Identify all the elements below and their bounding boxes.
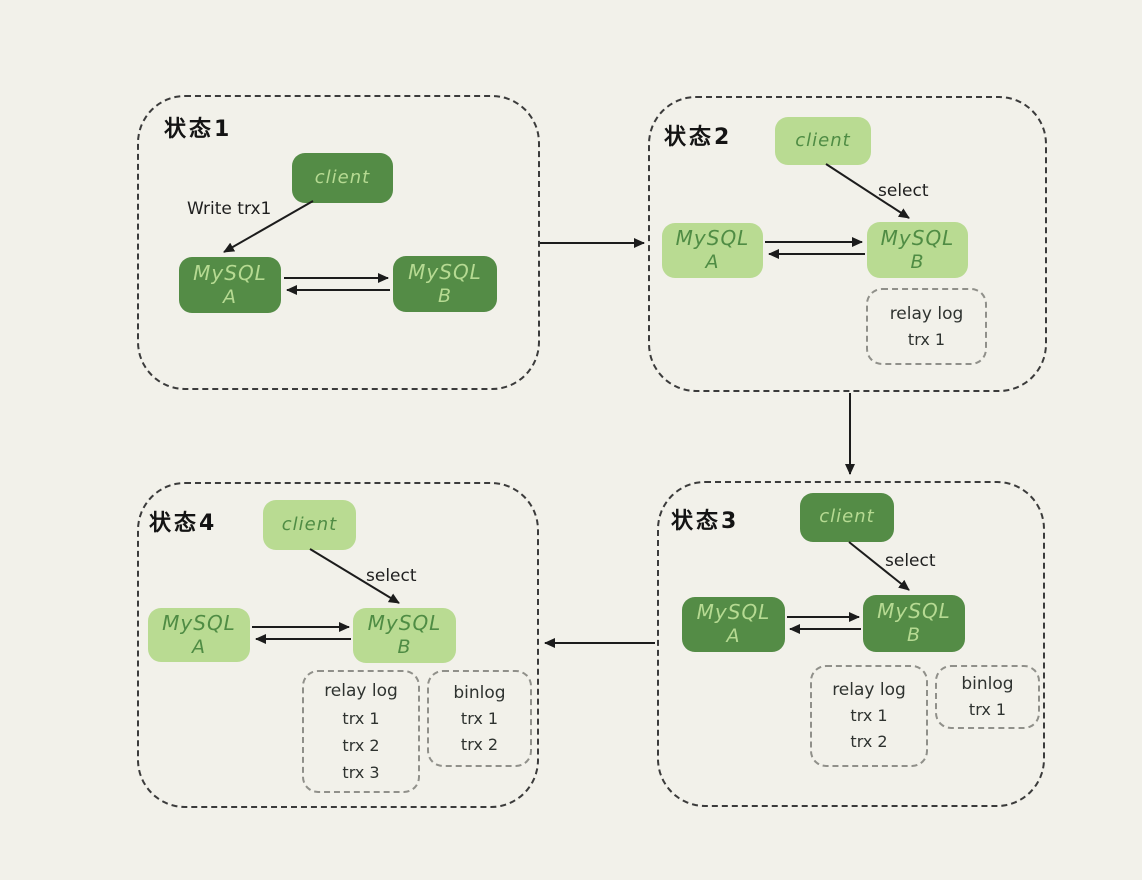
state3-binlog-box: binlog trx 1: [935, 665, 1040, 729]
state4-binlog-entry: trx 2: [460, 734, 499, 754]
state3-client-node: client: [800, 493, 894, 542]
state1-client-node: client: [292, 153, 393, 203]
state1-write-arrow-label: Write trx1: [187, 199, 272, 219]
state2-mysql-b-name: MySQL: [880, 225, 955, 250]
state4-mysql-a-name: MySQL: [162, 610, 236, 635]
state4-relay-log-title: relay log: [324, 680, 398, 701]
state4-panel: [137, 482, 539, 808]
state3-panel: [657, 481, 1045, 807]
state3-mysql-b-node: MySQL B: [863, 595, 965, 652]
state2-relay-log-box: relay log trx 1: [866, 288, 987, 365]
state4-client-label: client: [281, 513, 338, 535]
state1-mysql-b-node: MySQL B: [393, 256, 497, 312]
state4-binlog-box: binlog trx 1 trx 2: [427, 670, 532, 767]
state2-mysql-a-node: MySQL A: [662, 223, 763, 278]
state1-mysql-b-letter: B: [437, 284, 453, 307]
state3-binlog-title: binlog: [961, 674, 1014, 694]
state3-binlog-entry: trx 1: [968, 700, 1007, 719]
state2-select-arrow-label: select: [878, 181, 929, 201]
state3-relay-log-box: relay log trx 1 trx 2: [810, 665, 928, 767]
state2-mysql-b-letter: B: [910, 250, 925, 273]
state1-mysql-a-letter: A: [223, 285, 237, 308]
state2-mysql-a-name: MySQL: [675, 226, 750, 251]
state3-mysql-a-letter: A: [726, 625, 741, 648]
state3-client-label: client: [819, 506, 875, 528]
state4-relay-log-entry: trx 1: [342, 708, 380, 728]
state4-binlog-entry: trx 1: [460, 708, 499, 728]
state4-title: 状态4: [149, 511, 218, 536]
state4-relay-log-entry: trx 3: [342, 762, 380, 782]
state3-relay-log-title: relay log: [832, 680, 906, 700]
state3-mysql-b-letter: B: [906, 624, 922, 647]
state2-relay-log-entry: trx 1: [907, 329, 946, 349]
state2-mysql-b-node: MySQL B: [867, 222, 968, 278]
state4-select-arrow-label: select: [366, 566, 417, 586]
state1-panel: [137, 95, 540, 390]
state3-title: 状态3: [671, 509, 740, 534]
state2-panel: [648, 96, 1047, 392]
state1-title: 状态1: [164, 117, 233, 142]
state2-title: 状态2: [664, 125, 733, 150]
state4-mysql-b-node: MySQL B: [353, 608, 456, 663]
state4-mysql-a-letter: A: [192, 635, 206, 658]
state2-client-node: client: [775, 117, 871, 165]
state3-mysql-a-name: MySQL: [696, 600, 771, 625]
state3-mysql-a-node: MySQL A: [682, 597, 785, 652]
state4-client-node: client: [263, 500, 356, 550]
state4-mysql-b-letter: B: [397, 636, 412, 659]
state4-binlog-title: binlog: [453, 682, 506, 703]
state3-select-arrow-label: select: [885, 551, 936, 571]
state4-relay-log-entry: trx 2: [342, 735, 380, 755]
state2-mysql-a-letter: A: [705, 251, 720, 274]
state1-mysql-a-node: MySQL A: [179, 257, 281, 313]
state4-mysql-a-node: MySQL A: [148, 608, 250, 662]
state1-mysql-a-name: MySQL: [193, 260, 267, 285]
state1-client-label: client: [314, 166, 371, 188]
state4-relay-log-box: relay log trx 1 trx 2 trx 3: [302, 670, 420, 793]
state3-mysql-b-name: MySQL: [877, 599, 951, 624]
state3-relay-log-entry: trx 1: [850, 706, 888, 725]
state3-relay-log-entry: trx 2: [850, 732, 888, 751]
state1-mysql-b-name: MySQL: [408, 259, 482, 284]
state4-mysql-b-name: MySQL: [367, 611, 442, 636]
state2-relay-log-title: relay log: [889, 303, 964, 324]
state2-client-label: client: [795, 129, 851, 151]
